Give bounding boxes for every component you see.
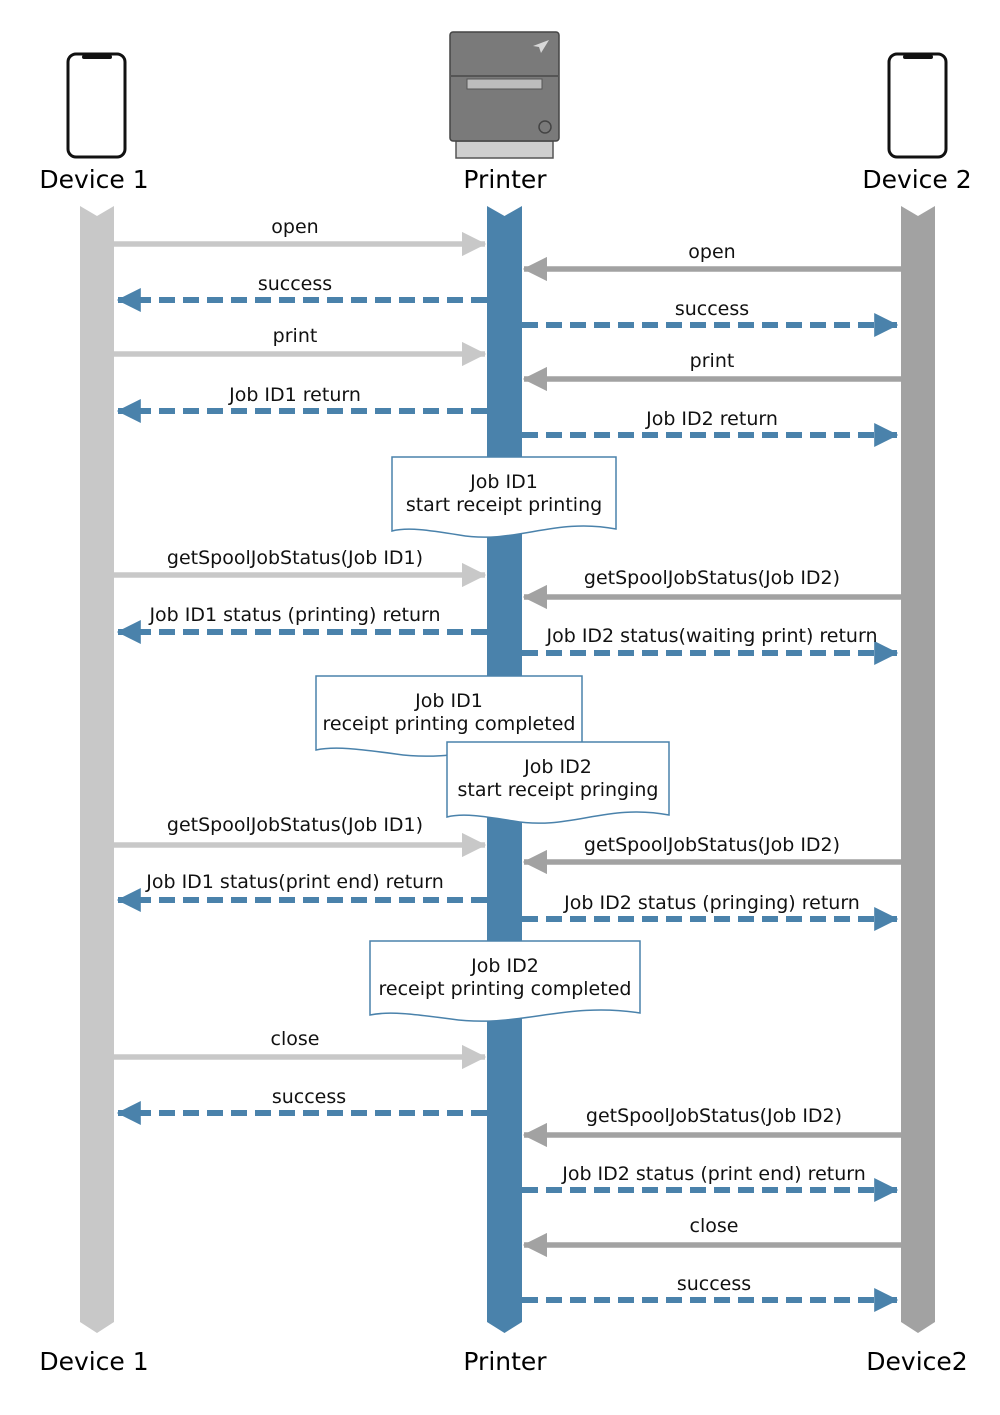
lifeline-device-1 <box>80 206 114 1333</box>
message-label-19: getSpoolJobStatus(Job ID2) <box>586 1105 842 1127</box>
message-label-13: getSpoolJobStatus(Job ID1) <box>167 814 423 836</box>
message-label-21: close <box>690 1215 739 1237</box>
message-label-9: getSpoolJobStatus(Job ID1) <box>167 547 423 569</box>
message-label-6: print <box>690 350 735 372</box>
note-1-line2: start receipt printing <box>406 494 602 516</box>
note-4-line2: receipt printing completed <box>379 978 632 1000</box>
printer-icon <box>449 31 560 159</box>
note-box-4 <box>369 940 641 1022</box>
message-label-18: success <box>272 1086 346 1108</box>
message-label-12: Job ID2 status(waiting print) return <box>545 625 877 647</box>
message-label-4: success <box>675 298 749 320</box>
message-label-20: Job ID2 status (print end) return <box>561 1163 866 1185</box>
message-label-3: success <box>258 273 332 295</box>
note-1-line1: Job ID1 <box>469 471 538 493</box>
message-label-10: getSpoolJobStatus(Job ID2) <box>584 567 840 589</box>
note-2-line2: receipt printing completed <box>323 713 576 735</box>
participant-label-device-1-top: Device 1 <box>39 165 148 194</box>
participant-label-device-2-bottom: Device2 <box>866 1347 967 1376</box>
note-2-line1: Job ID1 <box>414 690 483 712</box>
message-label-16: Job ID2 status (pringing) return <box>563 892 860 914</box>
note-4-line1: Job ID2 <box>470 955 539 977</box>
smartphone-icon <box>887 52 948 159</box>
participant-label-printer-bottom: Printer <box>463 1347 547 1376</box>
participant-label-device-2-top: Device 2 <box>862 165 971 194</box>
message-label-1: open <box>271 216 318 238</box>
message-label-15: Job ID1 status(print end) return <box>145 871 444 893</box>
message-label-5: print <box>273 325 318 347</box>
participant-label-printer-top: Printer <box>463 165 547 194</box>
message-label-2: open <box>688 241 735 263</box>
message-label-22: success <box>677 1273 751 1295</box>
lifeline-device-2 <box>901 206 935 1333</box>
participant-label-device-1-bottom: Device 1 <box>39 1347 148 1376</box>
message-label-14: getSpoolJobStatus(Job ID2) <box>584 834 840 856</box>
smartphone-icon <box>66 52 127 159</box>
note-3-line1: Job ID2 <box>523 756 592 778</box>
message-label-17: close <box>271 1028 320 1050</box>
note-box-3 <box>446 741 670 824</box>
message-label-11: Job ID1 status (printing) return <box>148 604 440 626</box>
message-label-8: Job ID2 return <box>645 408 778 430</box>
message-label-7: Job ID1 return <box>228 384 361 406</box>
note-box-1 <box>391 456 617 538</box>
note-3-line2: start receipt pringing <box>458 779 659 801</box>
